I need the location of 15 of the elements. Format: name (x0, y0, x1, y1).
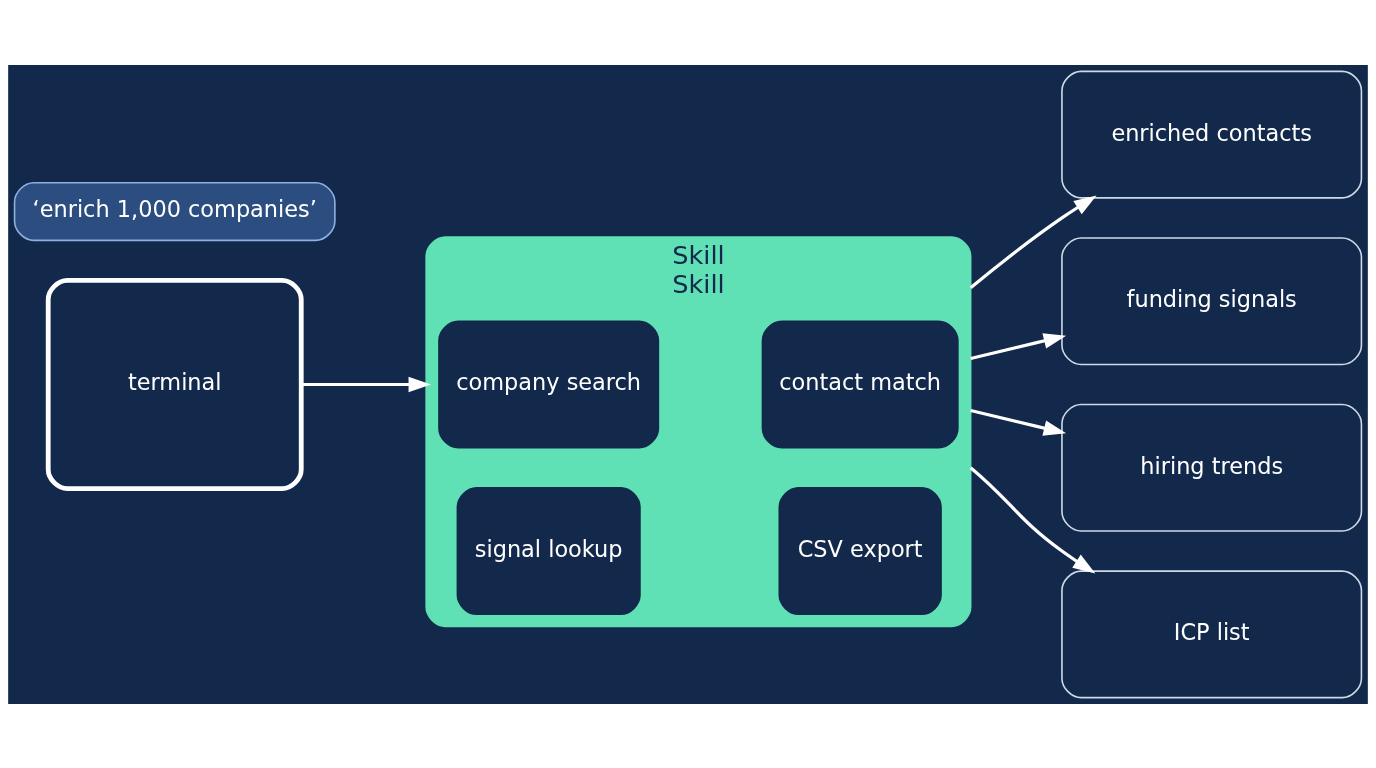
arrow (970, 332, 1067, 360)
arrow (301, 376, 431, 392)
arrow (969, 466, 1096, 573)
node-box: hiring trends (1061, 403, 1363, 532)
arrow (970, 408, 1067, 436)
node-box: signal lookup (456, 486, 641, 615)
node-box: ICP list (1061, 569, 1363, 698)
arrow (969, 195, 1097, 289)
node-box: ‘enrich 1,000 companies’ (13, 181, 336, 241)
node-box: CSV export (778, 486, 942, 615)
node-box: company search (438, 319, 660, 449)
node-box: funding signals (1061, 236, 1363, 365)
node-box: terminal (45, 277, 304, 491)
node-box: contact match (761, 319, 959, 449)
node-box: enriched contacts (1061, 70, 1363, 199)
